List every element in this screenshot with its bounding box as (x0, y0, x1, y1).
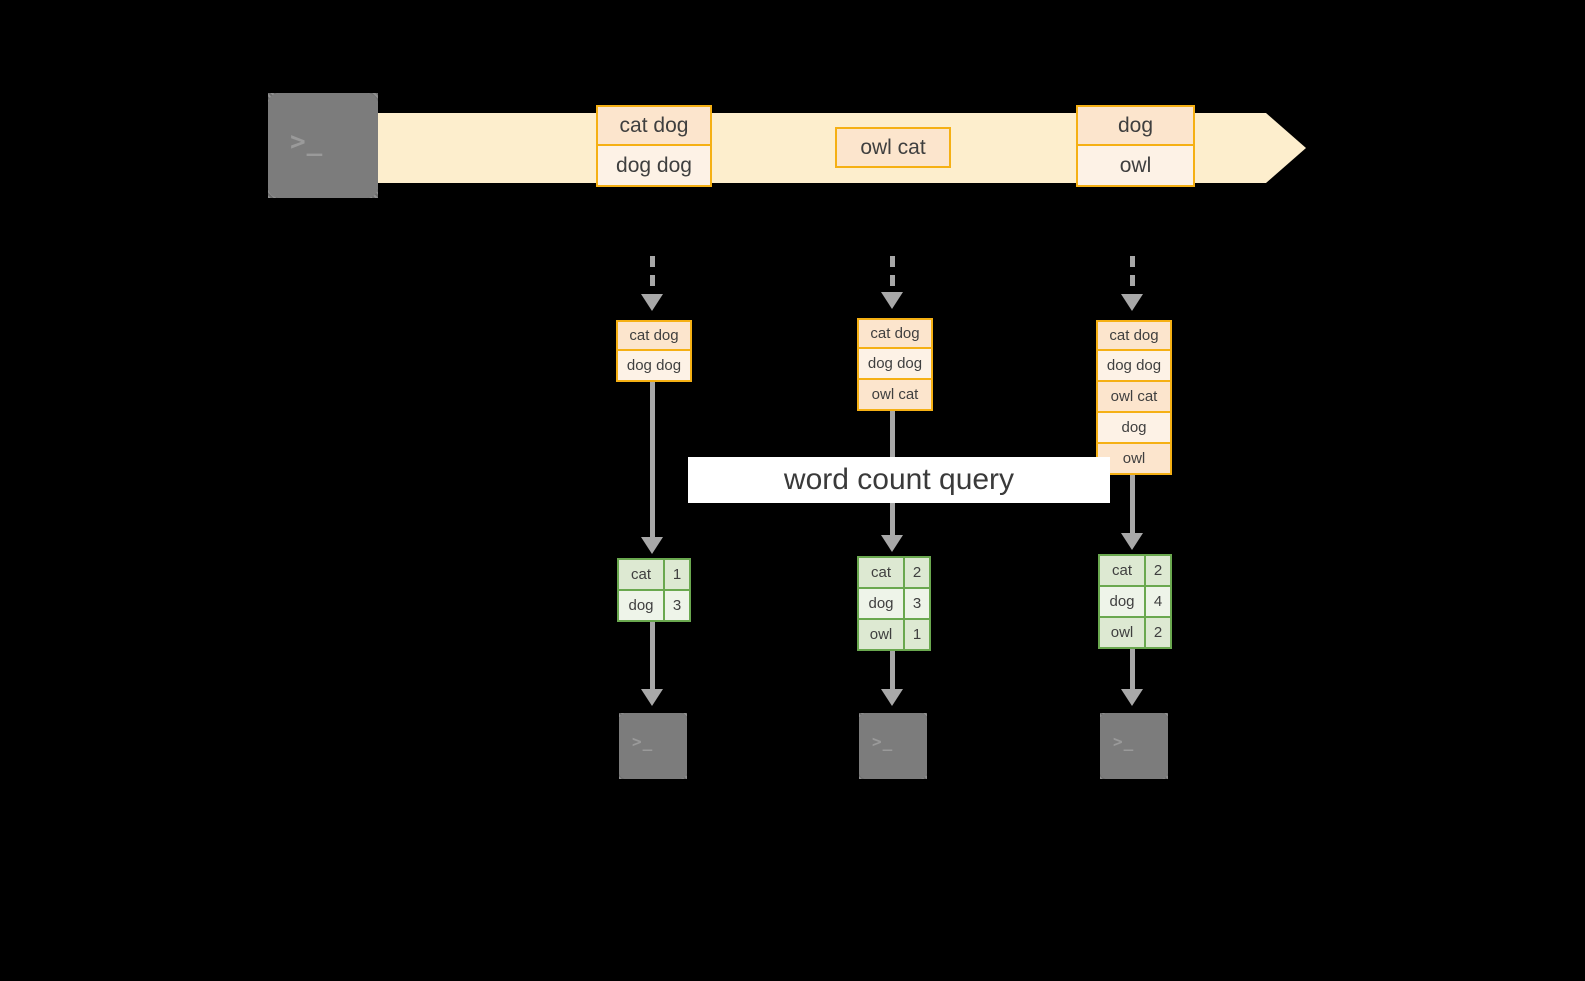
feed-connector-arrowhead-1 (641, 294, 663, 311)
input-row: dog (1096, 413, 1172, 444)
sink-connector-3 (1130, 649, 1135, 690)
feed-connector-arrowhead-3 (1121, 294, 1143, 311)
result-table-1: cat 1 dog 3 (617, 558, 691, 622)
sink-terminal-icon-1[interactable]: >_ (619, 713, 687, 779)
feed-connector-arrowhead-2 (881, 292, 903, 309)
table-cell-word: dog (619, 591, 665, 620)
stream-event-line: owl cat (835, 127, 951, 168)
input-row: cat dog (857, 318, 933, 349)
stream-event-line: owl (1076, 146, 1195, 187)
sink-terminal-icon-2[interactable]: >_ (859, 713, 927, 779)
sink-connector-2 (890, 651, 895, 690)
table-cell-count: 2 (1153, 624, 1163, 641)
stream-event-line: cat dog (596, 105, 712, 146)
table-cell-count: 3 (912, 595, 922, 612)
table-row: cat 2 (859, 558, 929, 589)
input-row: cat dog (1096, 320, 1172, 351)
terminal-prompt-glyph: >_ (632, 732, 654, 751)
table-cell-count: 1 (912, 626, 922, 643)
query-connector-arrowhead-2 (881, 535, 903, 552)
terminal-prompt-glyph: >_ (1113, 732, 1135, 751)
stream-event-1: cat dog dog dog (596, 105, 712, 187)
table-cell-word: cat (859, 558, 905, 587)
input-row: owl cat (1096, 382, 1172, 413)
table-cell-word: cat (1100, 556, 1146, 585)
feed-connector-3 (1130, 256, 1135, 295)
sink-connector-arrowhead-1 (641, 689, 663, 706)
result-table-3: cat 2 dog 4 owl 2 (1098, 554, 1172, 649)
table-cell-count: 2 (912, 564, 922, 581)
input-row: owl cat (857, 380, 933, 411)
input-snapshot-1: cat dog dog dog (616, 320, 692, 382)
table-cell-word: owl (1100, 618, 1146, 647)
table-row: cat 1 (619, 560, 689, 591)
terminal-prompt-glyph: >_ (872, 732, 894, 751)
sink-terminal-icon-3[interactable]: >_ (1100, 713, 1168, 779)
feed-connector-1 (650, 256, 655, 295)
query-connector-arrowhead-3 (1121, 533, 1143, 550)
terminal-face (1100, 713, 1168, 779)
input-row: dog dog (616, 351, 692, 382)
input-row: cat dog (616, 320, 692, 351)
input-snapshot-3: cat dog dog dog owl cat dog owl (1096, 320, 1172, 475)
table-row: dog 3 (619, 591, 689, 620)
terminal-face (268, 93, 378, 198)
feed-connector-2 (890, 256, 895, 293)
stream-event-line: dog (1076, 105, 1195, 146)
table-cell-word: dog (859, 589, 905, 618)
query-connector-3 (1130, 475, 1135, 533)
table-cell-word: cat (619, 560, 665, 589)
table-cell-count: 2 (1153, 562, 1163, 579)
input-row: dog dog (1096, 351, 1172, 382)
input-snapshot-2: cat dog dog dog owl cat (857, 318, 933, 411)
table-cell-count: 4 (1153, 593, 1163, 610)
table-cell-word: owl (859, 620, 905, 649)
stream-event-3: dog owl (1076, 105, 1195, 187)
table-row: cat 2 (1100, 556, 1170, 587)
sink-connector-arrowhead-2 (881, 689, 903, 706)
stream-arrowhead (1266, 113, 1306, 183)
terminal-prompt-glyph: >_ (290, 127, 324, 157)
query-label: word count query (688, 457, 1110, 503)
table-row: dog 3 (859, 589, 929, 620)
table-cell-count: 3 (672, 597, 682, 614)
input-row: dog dog (857, 349, 933, 380)
stream-event-line: dog dog (596, 146, 712, 187)
stream-event-2: owl cat (835, 127, 951, 168)
query-connector-arrowhead-1 (641, 537, 663, 554)
table-cell-word: dog (1100, 587, 1146, 616)
result-table-2: cat 2 dog 3 owl 1 (857, 556, 931, 651)
table-row: owl 1 (859, 620, 929, 649)
table-cell-count: 1 (672, 566, 682, 583)
query-connector-1 (650, 382, 655, 538)
source-terminal-icon[interactable]: >_ (268, 93, 378, 198)
table-row: dog 4 (1100, 587, 1170, 618)
table-row: owl 2 (1100, 618, 1170, 647)
sink-connector-1 (650, 622, 655, 690)
sink-connector-arrowhead-3 (1121, 689, 1143, 706)
terminal-face (619, 713, 687, 779)
terminal-face (859, 713, 927, 779)
